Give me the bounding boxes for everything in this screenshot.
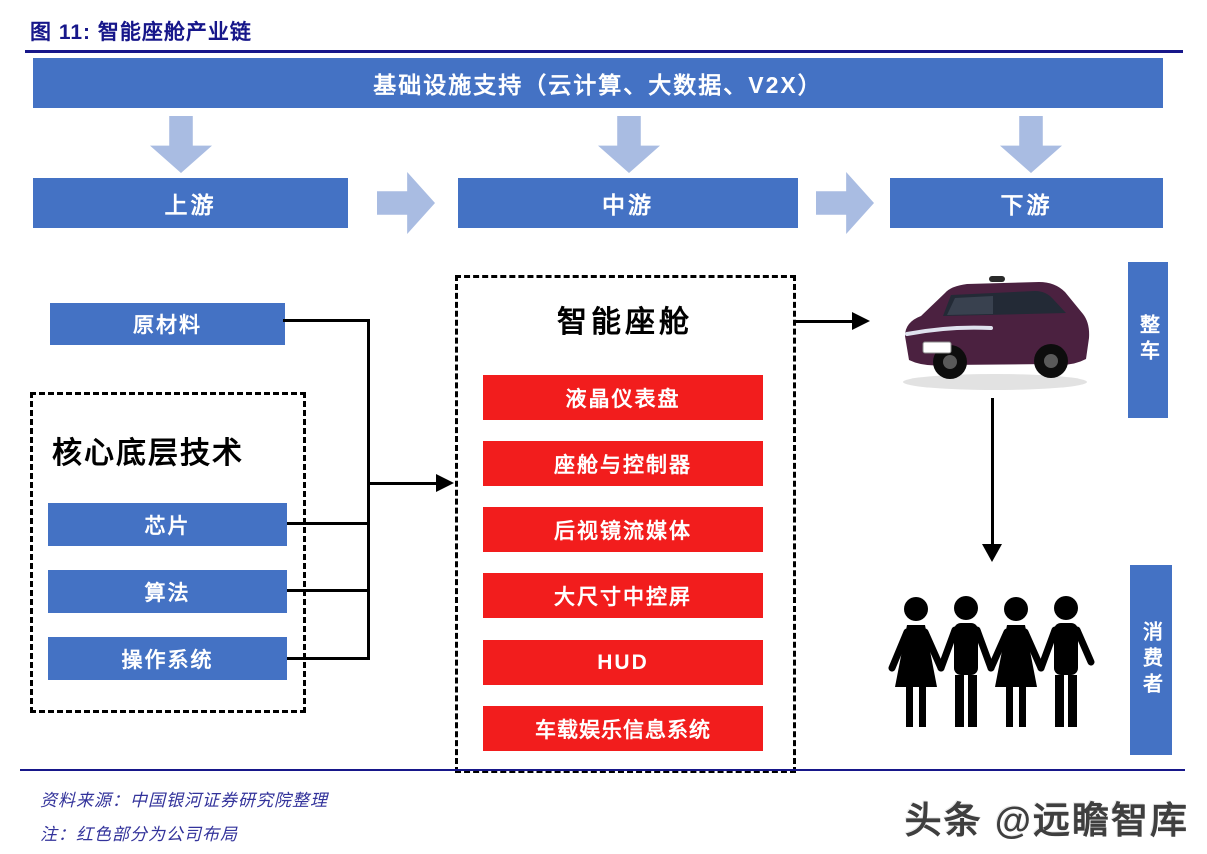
source-note: 资料来源：中国银河证券研究院整理 [40,791,328,810]
cockpit-item-lcd-cluster: 液晶仪表盘 [483,375,763,420]
infra-down-arrow-icon [1000,116,1062,173]
stage-downstream-bar: 下游 [890,178,1163,228]
infrastructure-bar: 基础设施支持（云计算、大数据、V2X） [33,58,1163,108]
infra-down-arrow-icon [598,116,660,173]
connector-line [991,398,994,545]
cockpit-item-domain-controller: 座舱与控制器 [483,441,763,486]
footer-divider [20,769,1185,771]
smart-cockpit-box [455,275,796,773]
cockpit-item-streaming-mirror: 后视镜流媒体 [483,507,763,552]
core-tech-item-algorithm: 算法 [48,570,287,613]
connector-line [367,319,370,660]
consumers-icon [888,596,1095,727]
arrow-head-right-icon [852,312,870,330]
arrow-head-down-icon [982,544,1002,562]
color-note: 注：红色部分为公司布局 [40,825,238,844]
figure-title: 图 11: 智能座舱产业链 [30,21,252,44]
stage-flow-arrow-icon [816,172,874,234]
core-tech-item-chip: 芯片 [48,503,287,546]
connector-line [367,482,437,485]
car-image [903,276,1090,390]
connector-line [287,522,370,525]
title-divider [25,50,1183,53]
stage-upstream-bar: 上游 [33,178,348,228]
connector-line [287,657,370,660]
smart-cockpit-title: 智能座舱 [557,306,693,339]
cockpit-item-infotainment: 车载娱乐信息系统 [483,706,763,751]
connector-line [793,320,853,323]
connector-line [283,319,370,322]
cockpit-item-hud: HUD [483,640,763,685]
stage-flow-arrow-icon [377,172,435,234]
vehicle-label-bar: 整车 [1128,262,1168,418]
core-tech-title: 核心底层技术 [52,437,244,470]
core-tech-box [30,392,306,713]
watermark: 头条 @远瞻智库 [904,800,1189,841]
stage-midstream-bar: 中游 [458,178,798,228]
connector-line [287,589,370,592]
raw-material-bar: 原材料 [50,303,285,345]
arrow-head-right-icon [436,474,454,492]
infra-down-arrow-icon [150,116,212,173]
cockpit-item-center-screen: 大尺寸中控屏 [483,573,763,618]
consumer-label-bar: 消费者 [1130,565,1172,755]
core-tech-item-os: 操作系统 [48,637,287,680]
